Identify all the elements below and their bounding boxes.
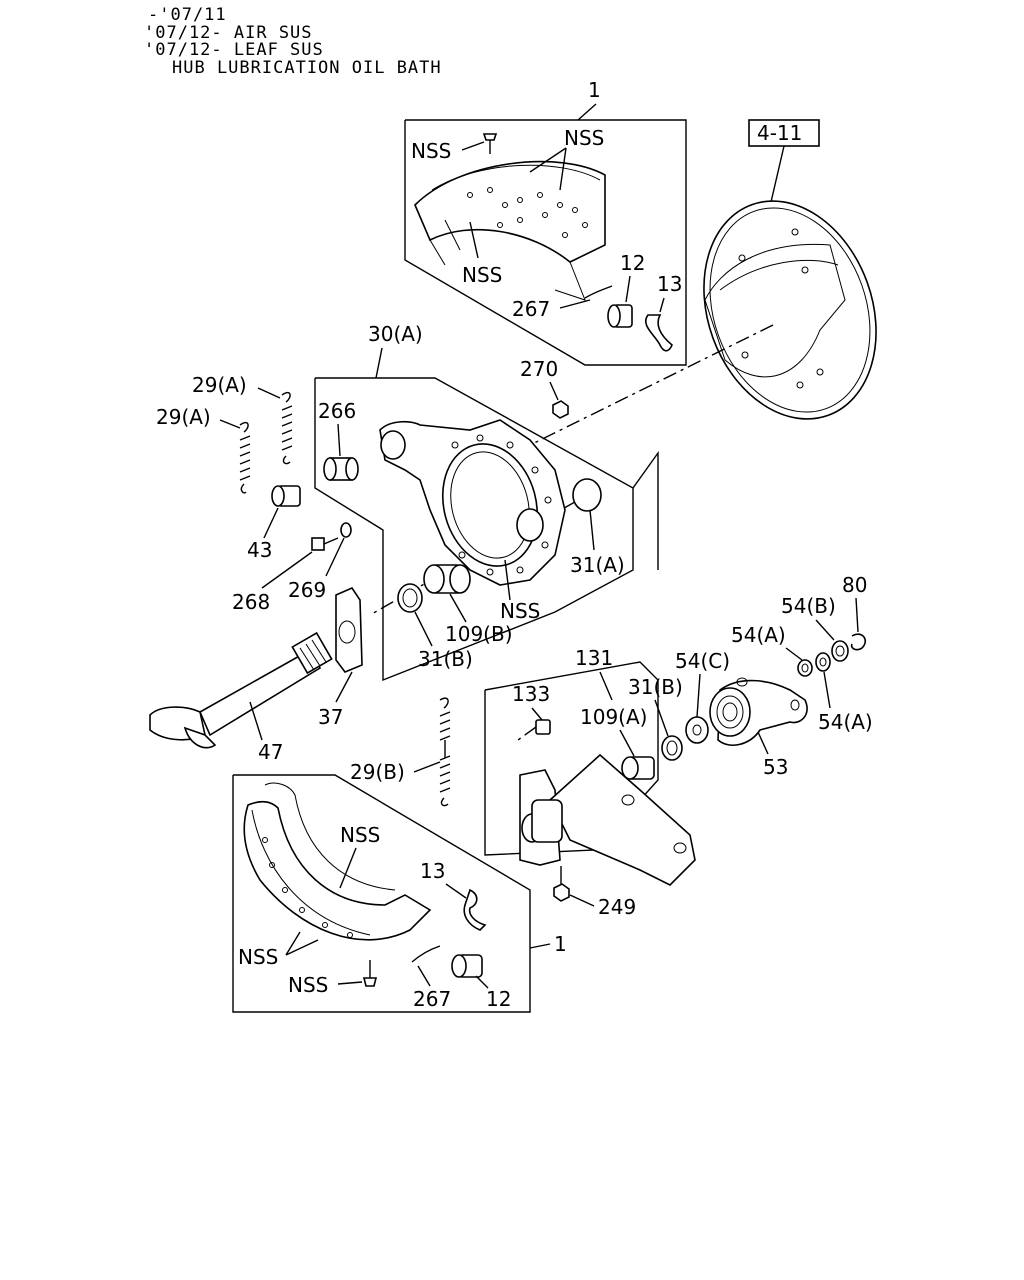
part-label-12-bottom: 12 <box>486 987 511 1011</box>
bottom-brake-shoe-group: 1 NSS 13 NSS NSS 267 <box>232 774 567 1013</box>
brake-shoe-top <box>414 160 606 301</box>
nss-label-bottom-a: NSS <box>340 823 380 847</box>
brake-spider <box>379 419 566 586</box>
part-label-80: 80 <box>842 573 867 597</box>
bushing-266 <box>323 457 359 481</box>
washer-54a-1 <box>797 659 813 677</box>
part-label-54b: 54(B) <box>781 594 836 618</box>
nss-label-top-a: NSS <box>411 139 451 163</box>
part-label-13-bottom: 13 <box>420 859 445 883</box>
part-label-267-bottom: 267 <box>413 987 451 1011</box>
reference-label-4-11: 4-11 <box>757 121 802 145</box>
header-line-1: -'07/11 <box>148 5 227 25</box>
part-label-29a-2: 29(A) <box>156 405 211 429</box>
part-label-13-top: 13 <box>657 272 682 296</box>
part-label-43: 43 <box>247 538 272 562</box>
return-springs-29a: 29(A) 29(A) <box>156 373 293 494</box>
part-label-31b-left: 31(B) <box>418 647 473 671</box>
brake-shoe-bottom <box>243 782 432 941</box>
part-label-133: 133 <box>512 682 550 706</box>
part-label-30a: 30(A) <box>368 322 423 346</box>
part-label-31b-right: 31(B) <box>628 675 683 699</box>
header-line-2: '07/12- AIR SUS <box>144 23 313 43</box>
part-label-1-bottom: 1 <box>554 932 567 956</box>
part-label-267-top: 267 <box>512 297 550 321</box>
bushing-109a <box>621 756 655 780</box>
part-label-109a: 109(A) <box>580 705 647 729</box>
header-notes: -'07/11 '07/12- AIR SUS '07/12- LEAF SUS… <box>144 5 442 78</box>
washer-54a-2 <box>815 652 831 672</box>
part-label-37: 37 <box>318 705 343 729</box>
part-label-268: 268 <box>232 590 270 614</box>
anchor-pin-43 <box>271 485 301 507</box>
part-label-1-top: 1 <box>588 78 601 102</box>
nss-label-bottom-c: NSS <box>288 973 328 997</box>
header-line-3: '07/12- LEAF SUS <box>144 40 324 60</box>
part-label-266: 266 <box>318 399 356 423</box>
return-spring-29b <box>439 697 451 807</box>
part-label-47: 47 <box>258 740 283 764</box>
camshaft-47 <box>149 631 333 749</box>
grease-nipple-249 <box>553 866 570 902</box>
slack-adjuster-group: 131 133 109(A) 31(B) <box>484 573 873 886</box>
snap-ring-80 <box>850 633 867 651</box>
top-brake-shoe-group: 1 NSS NSS NSS 12 <box>404 78 687 366</box>
part-label-31a: 31(A) <box>570 553 625 577</box>
part-label-54c: 54(C) <box>675 649 730 673</box>
nss-label-bottom-b: NSS <box>238 945 278 969</box>
part-label-131: 131 <box>575 646 613 670</box>
spider-group: 30(A) 270 266 31(A) <box>314 322 659 682</box>
washer-269 <box>340 522 352 538</box>
part-label-270: 270 <box>520 357 558 381</box>
part-label-109b: 109(B) <box>445 622 513 646</box>
bolt-133 <box>517 719 551 741</box>
bolt-268 <box>311 537 339 551</box>
header-line-4: HUB LUBRICATION OIL BATH <box>172 58 442 78</box>
bushing-109b <box>423 564 471 594</box>
part-label-29a-1: 29(A) <box>192 373 247 397</box>
part-label-53: 53 <box>763 755 788 779</box>
washer-54b <box>831 640 849 662</box>
part-label-54a-2: 54(A) <box>818 710 873 734</box>
roller-12-top <box>607 304 633 328</box>
part-label-269: 269 <box>288 578 326 602</box>
roller-12-bottom <box>451 954 483 978</box>
part-label-54a-1: 54(A) <box>731 623 786 647</box>
part-label-12-top: 12 <box>620 251 645 275</box>
mounting-bracket <box>519 753 696 886</box>
part-label-29b: 29(B) <box>350 760 405 784</box>
dust-shield: 4-11 <box>703 119 877 420</box>
nss-label-top-b: NSS <box>564 126 604 150</box>
part-label-249: 249 <box>598 895 636 919</box>
slack-adjuster-53 <box>709 677 808 746</box>
nss-label-top-c: NSS <box>462 263 502 287</box>
plate-37 <box>335 586 363 673</box>
nss-label-mid: NSS <box>500 599 540 623</box>
